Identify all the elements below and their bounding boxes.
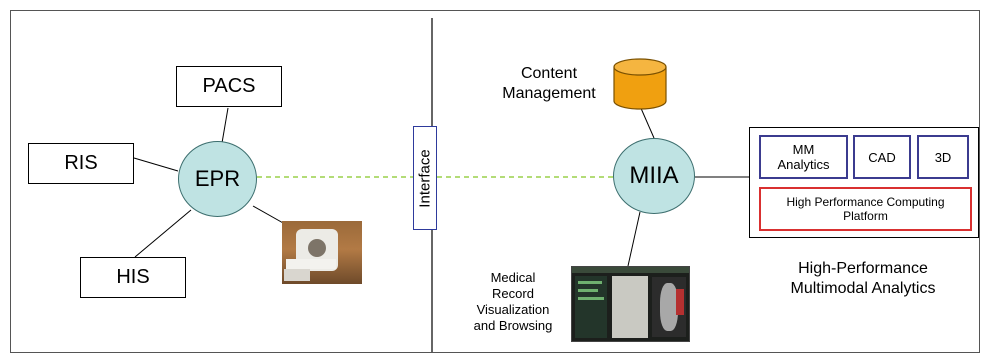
content-management-label: Content Management bbox=[486, 64, 612, 104]
mm-analytics-box: MM Analytics bbox=[759, 135, 848, 179]
his-box: HIS bbox=[80, 257, 186, 298]
hpc-line-2: Platform bbox=[843, 209, 888, 223]
cad-box: CAD bbox=[853, 135, 911, 179]
miia-visualization-link bbox=[627, 211, 641, 267]
analytics-caption: High-Performance Multimodal Analytics bbox=[757, 259, 969, 299]
interface-box: Interface bbox=[413, 126, 437, 230]
pacs-epr-link bbox=[221, 107, 229, 144]
analytics-caption-line-2: Multimodal Analytics bbox=[790, 280, 936, 297]
content-management-line-1: Content bbox=[520, 65, 578, 82]
hpc-platform-box: High Performance Computing Platform bbox=[759, 187, 972, 231]
diagram-frame bbox=[10, 10, 980, 353]
interface-label: Interface bbox=[416, 148, 434, 208]
cad-label: CAD bbox=[868, 149, 896, 165]
3d-label: 3D bbox=[934, 149, 952, 165]
mm-analytics-line-1: MM bbox=[792, 142, 815, 157]
ris-epr-link bbox=[133, 157, 179, 172]
ris-label: RIS bbox=[64, 152, 98, 174]
analytics-caption-line-1: High-Performance bbox=[798, 260, 928, 277]
epr-label: EPR bbox=[194, 166, 241, 191]
visualization-line-4: and Browsing bbox=[473, 318, 553, 333]
miia-node: MIIA bbox=[613, 138, 695, 214]
visualization-label: Medical Record Visualization and Browsin… bbox=[458, 270, 568, 334]
medical-record-visualization-image bbox=[571, 266, 690, 342]
visualization-line-1: Medical bbox=[490, 270, 536, 285]
cylinder-miia-link bbox=[639, 105, 655, 139]
hpc-line-1: High Performance Computing bbox=[786, 195, 945, 209]
mm-analytics-line-2: Analytics bbox=[777, 157, 830, 172]
epr-node: EPR bbox=[178, 141, 257, 217]
visualization-line-2: Record bbox=[492, 286, 534, 301]
database-cylinder-icon bbox=[613, 58, 667, 110]
visualization-line-3: Visualization bbox=[476, 302, 550, 317]
miia-label: MIIA bbox=[629, 162, 679, 189]
3d-box: 3D bbox=[917, 135, 969, 179]
pacs-box: PACS bbox=[176, 66, 282, 107]
his-label: HIS bbox=[116, 266, 150, 288]
pacs-label: PACS bbox=[202, 75, 256, 97]
analytics-panel: MM Analytics CAD 3D High Performance Com… bbox=[749, 127, 979, 238]
content-management-line-2: Management bbox=[502, 85, 596, 102]
ris-box: RIS bbox=[28, 143, 134, 184]
his-epr-link bbox=[134, 209, 192, 258]
ct-scanner-image bbox=[282, 221, 362, 284]
